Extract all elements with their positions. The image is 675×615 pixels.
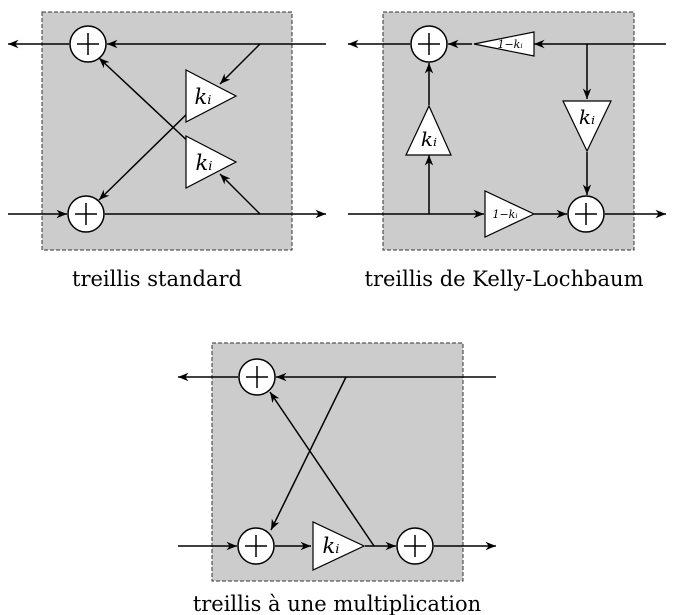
caption-kelly-lochbaum: treillis de Kelly-Lochbaum [365,267,644,291]
caption-one-multiplication: treillis à une multiplication [193,592,481,615]
panel-kelly-lochbaum-lattice: 1−kᵢ kᵢ kᵢ 1−kᵢ treillis de Kelly-Lochba… [348,11,666,291]
panel-standard-lattice: kᵢ kᵢ treillis standard [8,11,326,291]
gain-label: kᵢ [196,151,213,175]
gain-k: kᵢ [312,521,366,571]
caption-standard: treillis standard [72,267,242,291]
gain-label: kᵢ [579,105,595,129]
gain-k-upper: kᵢ [185,69,238,123]
adder-bottom-left [237,527,275,565]
wire [219,173,261,215]
gain-label: 1−kᵢ [497,38,522,51]
wire [269,391,375,547]
adder-top [410,25,448,63]
wire [98,107,194,201]
wire [219,43,261,85]
panel-one-multiplication-lattice: kᵢ treillis à une multiplication [178,342,496,615]
adder-top [69,25,107,63]
gain-k-left: kᵢ [405,104,452,156]
gain-k-lower: kᵢ [185,135,238,189]
gain-label: kᵢ [323,534,340,558]
adder-top [238,358,276,396]
gain-one-minus-k-bottom: 1−kᵢ [484,190,536,238]
gain-one-minus-k-top: 1−kᵢ [473,31,535,57]
gain-k-right: kᵢ [562,100,612,153]
adder-bottom [567,195,605,233]
adder-bottom [67,195,105,233]
gain-label: kᵢ [421,127,437,151]
gain-label: kᵢ [195,85,212,109]
wire [98,57,194,147]
gain-label: 1−kᵢ [492,208,517,221]
adder-bottom-right [396,527,434,565]
wire [270,376,347,531]
